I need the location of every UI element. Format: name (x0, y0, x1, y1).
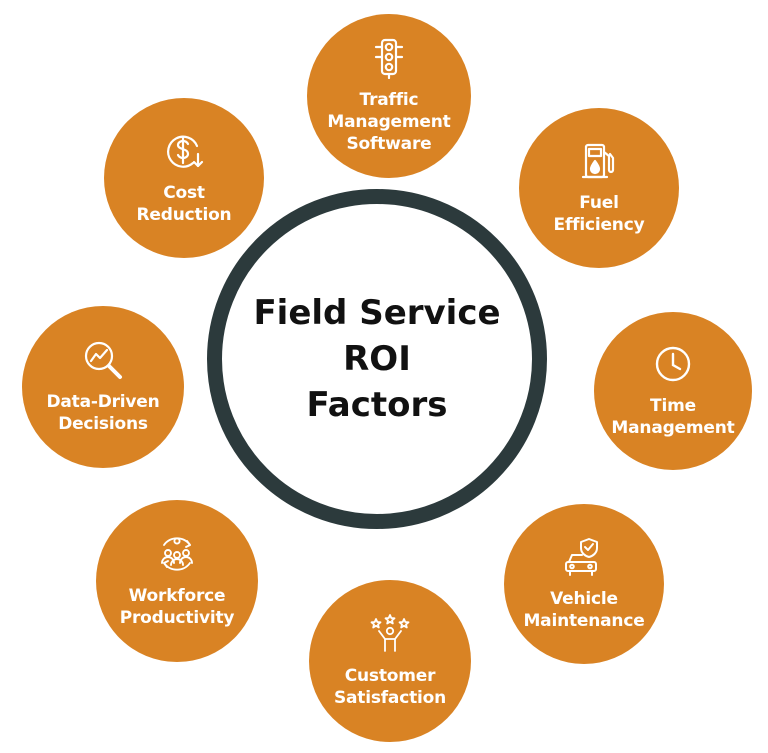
team-cycle-icon (156, 533, 198, 575)
factor-label: Workforce Productivity (119, 586, 235, 628)
factor-label: Vehicle Maintenance (523, 589, 645, 631)
fuel-pump-icon (578, 140, 620, 182)
dollar-down-icon (163, 130, 205, 172)
center-title-line-2: ROI (343, 339, 411, 379)
factor-label: Traffic Management Software (327, 90, 451, 154)
factor-customer-satisfaction: Customer Satisfaction (309, 580, 471, 742)
traffic-light-icon (368, 37, 410, 79)
center-title: Field Service ROI Factors (247, 290, 507, 428)
car-shield-icon (563, 536, 605, 578)
magnifier-chart-icon (82, 339, 124, 381)
factor-vehicle-maintenance: Vehicle Maintenance (504, 504, 664, 664)
factor-label: Fuel Efficiency (553, 193, 645, 235)
factor-data-driven-decisions: Data-Driven Decisions (22, 306, 184, 468)
center-title-line-3: Factors (306, 385, 448, 425)
factor-workforce-productivity: Workforce Productivity (96, 500, 258, 662)
factor-label: Data-Driven Decisions (46, 392, 160, 434)
factor-fuel-efficiency: Fuel Efficiency (519, 108, 679, 268)
factor-label: Time Management (611, 396, 735, 438)
clock-icon (652, 343, 694, 385)
factor-label: Customer Satisfaction (333, 666, 447, 708)
factor-label: Cost Reduction (136, 183, 232, 225)
factor-cost-reduction: Cost Reduction (104, 98, 264, 258)
center-title-line-1: Field Service (253, 293, 501, 333)
stars-person-icon (369, 613, 411, 655)
center-ring: Field Service ROI Factors (207, 189, 547, 529)
factor-time-management: Time Management (594, 312, 752, 470)
factor-traffic-management-software: Traffic Management Software (307, 14, 471, 178)
